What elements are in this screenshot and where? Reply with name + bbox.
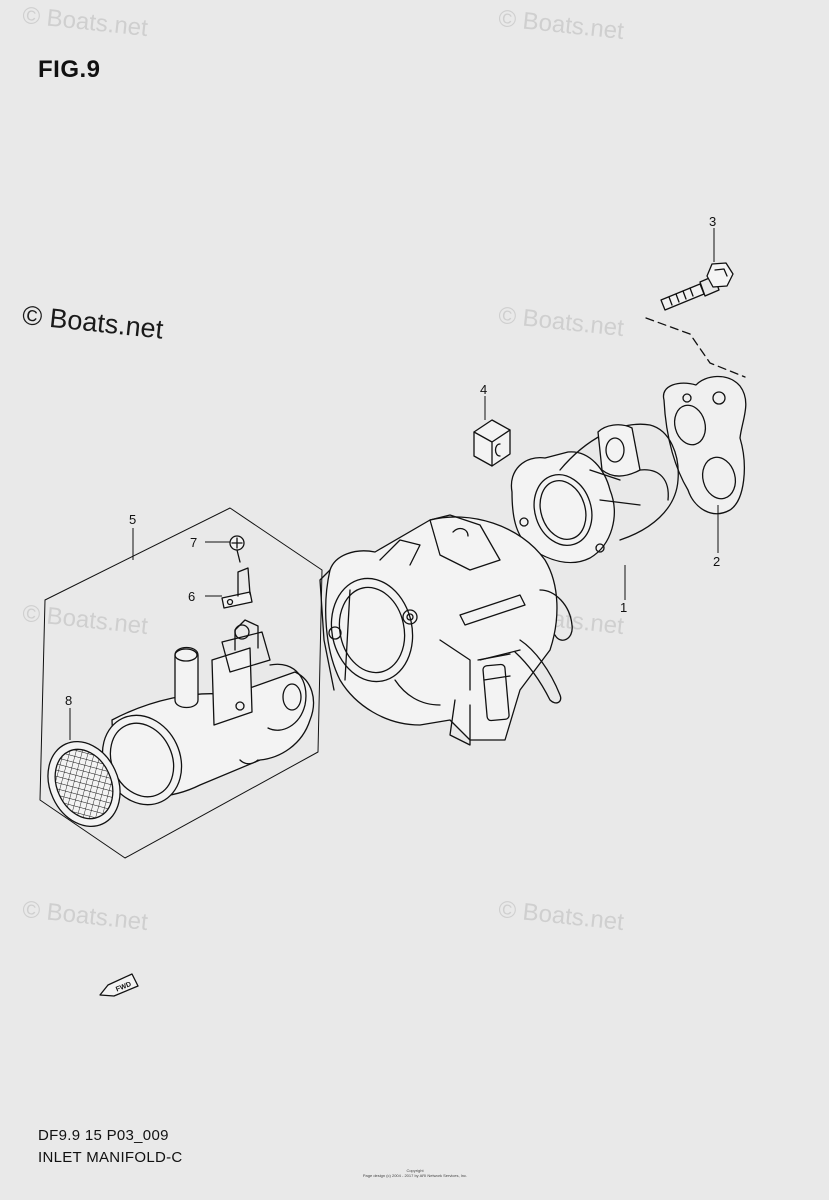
- callout-3[interactable]: 3: [709, 214, 716, 229]
- page-design-line: Page design (c) 2004 - 2017 by ARI Netwo…: [362, 1173, 468, 1178]
- diagram-code: DF9.9 15 P03_009: [38, 1127, 169, 1144]
- copyright-line: Copyright: [406, 1168, 424, 1173]
- group-5-outline: [39, 507, 323, 859]
- mesh-filter-part[interactable]: [35, 730, 134, 838]
- callout-8[interactable]: 8: [65, 693, 72, 708]
- gasket-part[interactable]: [662, 375, 747, 515]
- bracket-part[interactable]: [221, 567, 253, 609]
- intake-silencer-part[interactable]: [88, 619, 315, 818]
- bolt-part[interactable]: [660, 262, 734, 311]
- callout-5[interactable]: 5: [129, 512, 136, 527]
- forward-arrow-icon: [99, 973, 139, 997]
- callout-4[interactable]: 4: [480, 382, 487, 397]
- inlet-manifold-part[interactable]: [510, 423, 679, 564]
- cap-part[interactable]: [473, 419, 511, 467]
- callout-6[interactable]: 6: [188, 589, 195, 604]
- diagram-name: INLET MANIFOLD-C: [38, 1149, 183, 1166]
- carburetor-body[interactable]: [319, 514, 573, 746]
- screw-part[interactable]: [229, 535, 245, 563]
- callout-7[interactable]: 7: [190, 535, 197, 550]
- callout-1[interactable]: 1: [620, 600, 627, 615]
- leader-lines: [69, 228, 719, 740]
- figure-title: FIG.9: [38, 56, 101, 83]
- copyright-footer: Copyright Page design (c) 2004 - 2017 by…: [340, 1168, 490, 1178]
- callout-2[interactable]: 2: [713, 554, 720, 569]
